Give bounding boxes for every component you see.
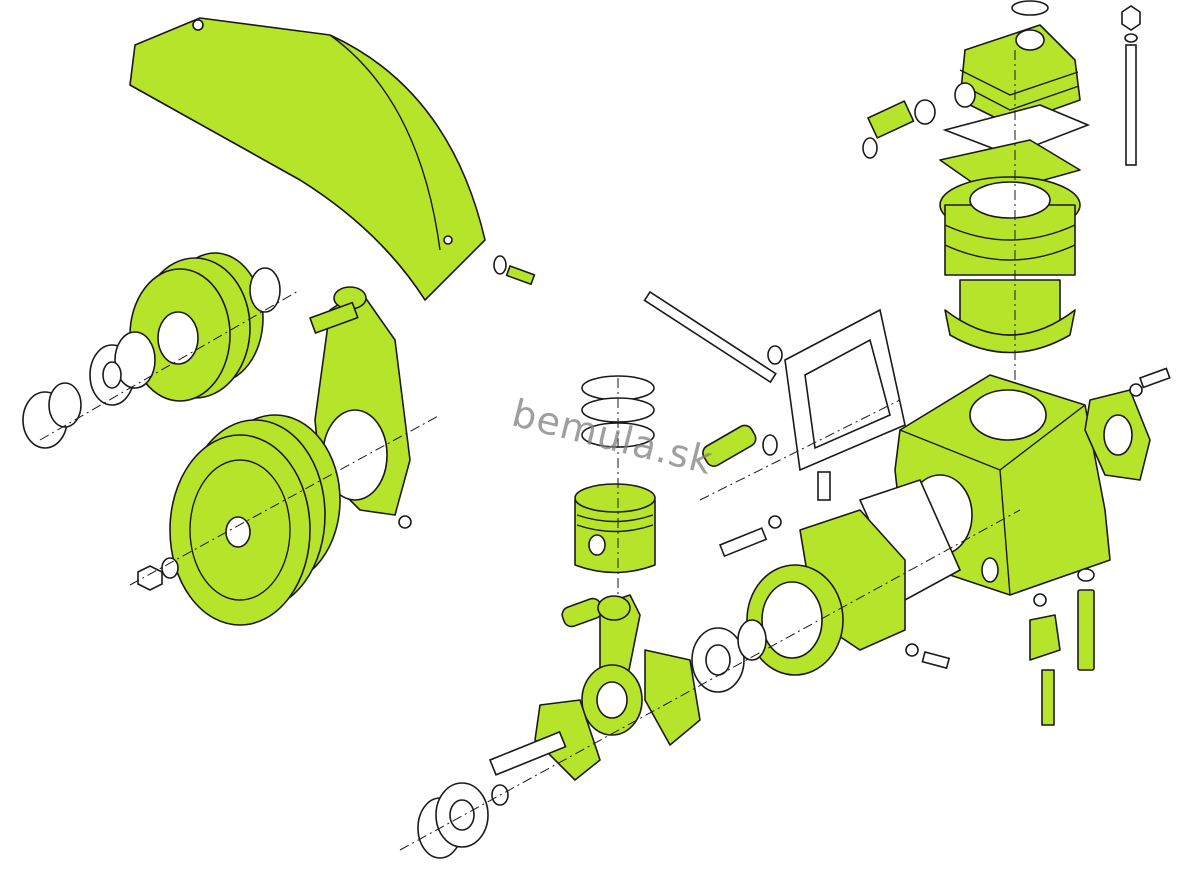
pulley-nut <box>137 557 179 591</box>
inlet-fitting <box>862 99 936 159</box>
tensioner-arm <box>309 286 412 529</box>
gasket <box>784 308 962 602</box>
crank-bearing <box>691 619 767 693</box>
ball-bearing <box>89 331 156 406</box>
stud-bolt <box>1121 5 1141 166</box>
circlip <box>22 267 281 449</box>
crankshaft <box>488 649 701 781</box>
long-bolt <box>643 290 783 384</box>
housing-screw <box>718 471 951 670</box>
cylinder-head <box>954 0 1081 126</box>
large-pulley <box>169 414 341 626</box>
side-bolt <box>1129 367 1171 397</box>
cylinder <box>939 176 1081 354</box>
side-cover <box>1084 389 1151 481</box>
piston <box>574 483 656 574</box>
cover-screw <box>493 255 536 286</box>
connecting-rod <box>581 594 643 736</box>
bearing-housing <box>746 509 906 676</box>
belt-guard-cover <box>129 17 486 301</box>
cover-bolt <box>1029 568 1095 726</box>
end-bearing <box>417 782 509 859</box>
